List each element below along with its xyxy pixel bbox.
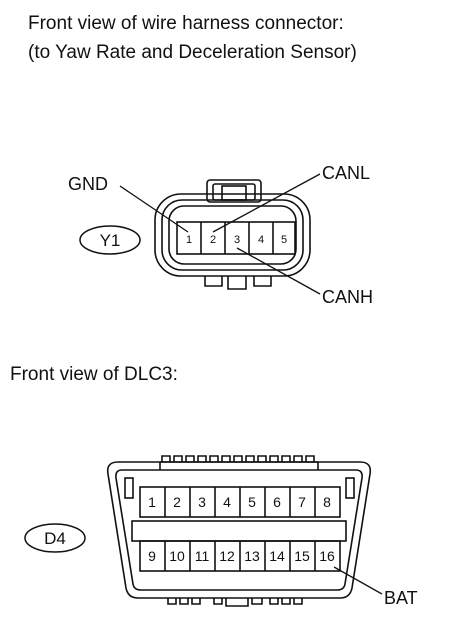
d4-pin-12: 12: [219, 548, 235, 564]
y1-connector: [154, 179, 311, 290]
y1-body-inner: [161, 199, 304, 271]
d4-pin-10: 10: [169, 548, 185, 564]
y1-foot-left: [204, 276, 223, 287]
y1-latch-tab: [221, 185, 247, 201]
d4-tag-oval: [24, 523, 86, 553]
d4-pin-4: 4: [223, 494, 231, 510]
d4-center-bar: [131, 520, 347, 542]
d4-post-right: [345, 477, 355, 499]
label-canl: CANL: [322, 163, 370, 183]
d4-pin-1: 1: [148, 494, 156, 510]
y1-pin-2: 2: [210, 234, 216, 246]
d4-pin-16: 16: [319, 548, 335, 564]
d4-connector: [106, 455, 372, 607]
d4-pin-2: 2: [173, 494, 181, 510]
y1-pin-1: 1: [186, 234, 192, 246]
leader-bat: [333, 566, 383, 595]
heading-y1-line2: (to Yaw Rate and Deceleration Sensor): [28, 42, 357, 63]
leader-gnd: [119, 185, 189, 233]
y1-foot-center: [227, 276, 247, 290]
y1-pin-3: 3: [234, 234, 240, 246]
d4-pin-7: 7: [298, 494, 306, 510]
y1-pin-frame: [176, 221, 296, 255]
leader-canh: [236, 247, 321, 295]
d4-pin-15: 15: [294, 548, 310, 564]
y1-tag: Y1: [100, 231, 121, 250]
label-bat: BAT: [384, 588, 418, 608]
d4-bottom-ribs: [167, 598, 303, 605]
d4-body-inner: [115, 469, 363, 591]
y1-foot-right: [253, 276, 272, 287]
d4-pin-13: 13: [244, 548, 260, 564]
d4-pin-3: 3: [198, 494, 206, 510]
y1-body-outer: [154, 193, 311, 277]
d4-bottom-key: [213, 598, 263, 607]
heading-d4: Front view of DLC3:: [10, 364, 178, 385]
d4-tag: D4: [44, 529, 66, 548]
y1-latch-outer: [206, 179, 262, 203]
y1-tag-oval: [79, 225, 141, 255]
y1-pin-5: 5: [281, 234, 287, 246]
d4-top-ribs: [161, 455, 315, 462]
d4-pin-8: 8: [323, 494, 331, 510]
label-canh: CANH: [322, 287, 373, 307]
d4-pin-11: 11: [195, 548, 210, 564]
label-gnd: GND: [68, 174, 108, 194]
d4-post-left: [124, 477, 134, 499]
y1-body-core: [168, 205, 297, 265]
d4-pin-9: 9: [148, 548, 156, 564]
d4-pin-6: 6: [273, 494, 281, 510]
d4-body-outer: [106, 461, 372, 599]
leader-canl: [212, 173, 321, 233]
y1-pin-4: 4: [258, 234, 264, 246]
d4-pin-14: 14: [269, 548, 285, 564]
d4-pin-5: 5: [248, 494, 256, 510]
heading-y1-line1: Front view of wire harness connector:: [28, 13, 344, 34]
